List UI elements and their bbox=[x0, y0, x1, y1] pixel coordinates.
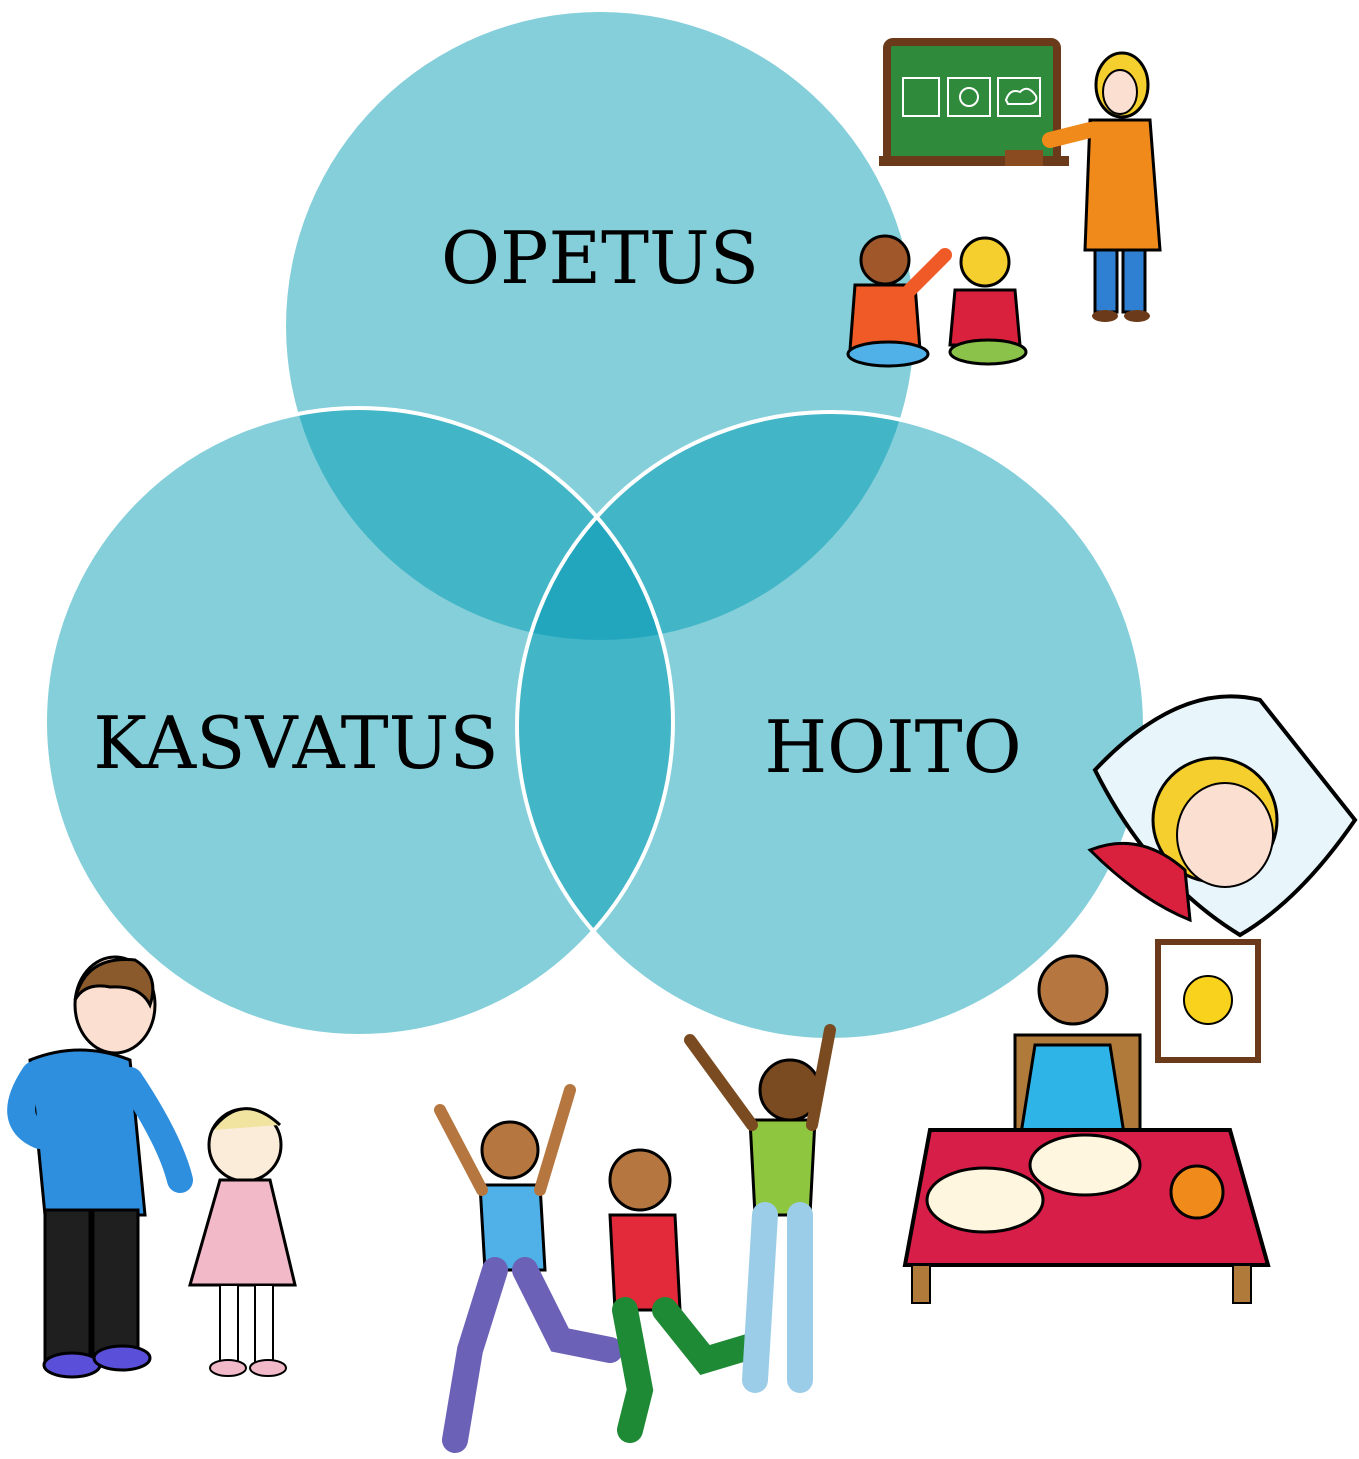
child-red-shirt bbox=[608, 1148, 768, 1443]
eating-illustration bbox=[902, 939, 1271, 1304]
overlap-opetus-hoito bbox=[517, 412, 914, 640]
overlap-opetus-kasvatus bbox=[286, 408, 673, 640]
table-icon bbox=[902, 1128, 1271, 1304]
venn-overlaps bbox=[286, 408, 914, 1036]
teaching-illustration bbox=[846, 38, 1162, 368]
child-boy-sitting bbox=[846, 234, 952, 368]
playing-children-illustration bbox=[434, 1024, 836, 1453]
parenting-illustration bbox=[7, 955, 297, 1379]
outline-kasvatus bbox=[43, 406, 675, 1038]
sun-window-icon bbox=[1155, 939, 1261, 1063]
label-kasvatus: KASVATUS bbox=[93, 701, 498, 785]
child-blue-shirt bbox=[434, 1084, 623, 1453]
eating-boy-figure bbox=[1013, 954, 1142, 1142]
teacher-figure bbox=[1042, 51, 1162, 322]
girl-figure bbox=[188, 1107, 297, 1377]
sleeping-illustration bbox=[1087, 694, 1358, 938]
chalkboard-icon bbox=[879, 38, 1069, 166]
child-green-shirt bbox=[684, 1024, 836, 1393]
label-opetus: OPETUS bbox=[441, 216, 759, 300]
child-girl-sitting bbox=[948, 236, 1028, 366]
label-hoito: HOITO bbox=[764, 705, 1021, 789]
father-figure bbox=[7, 955, 193, 1379]
